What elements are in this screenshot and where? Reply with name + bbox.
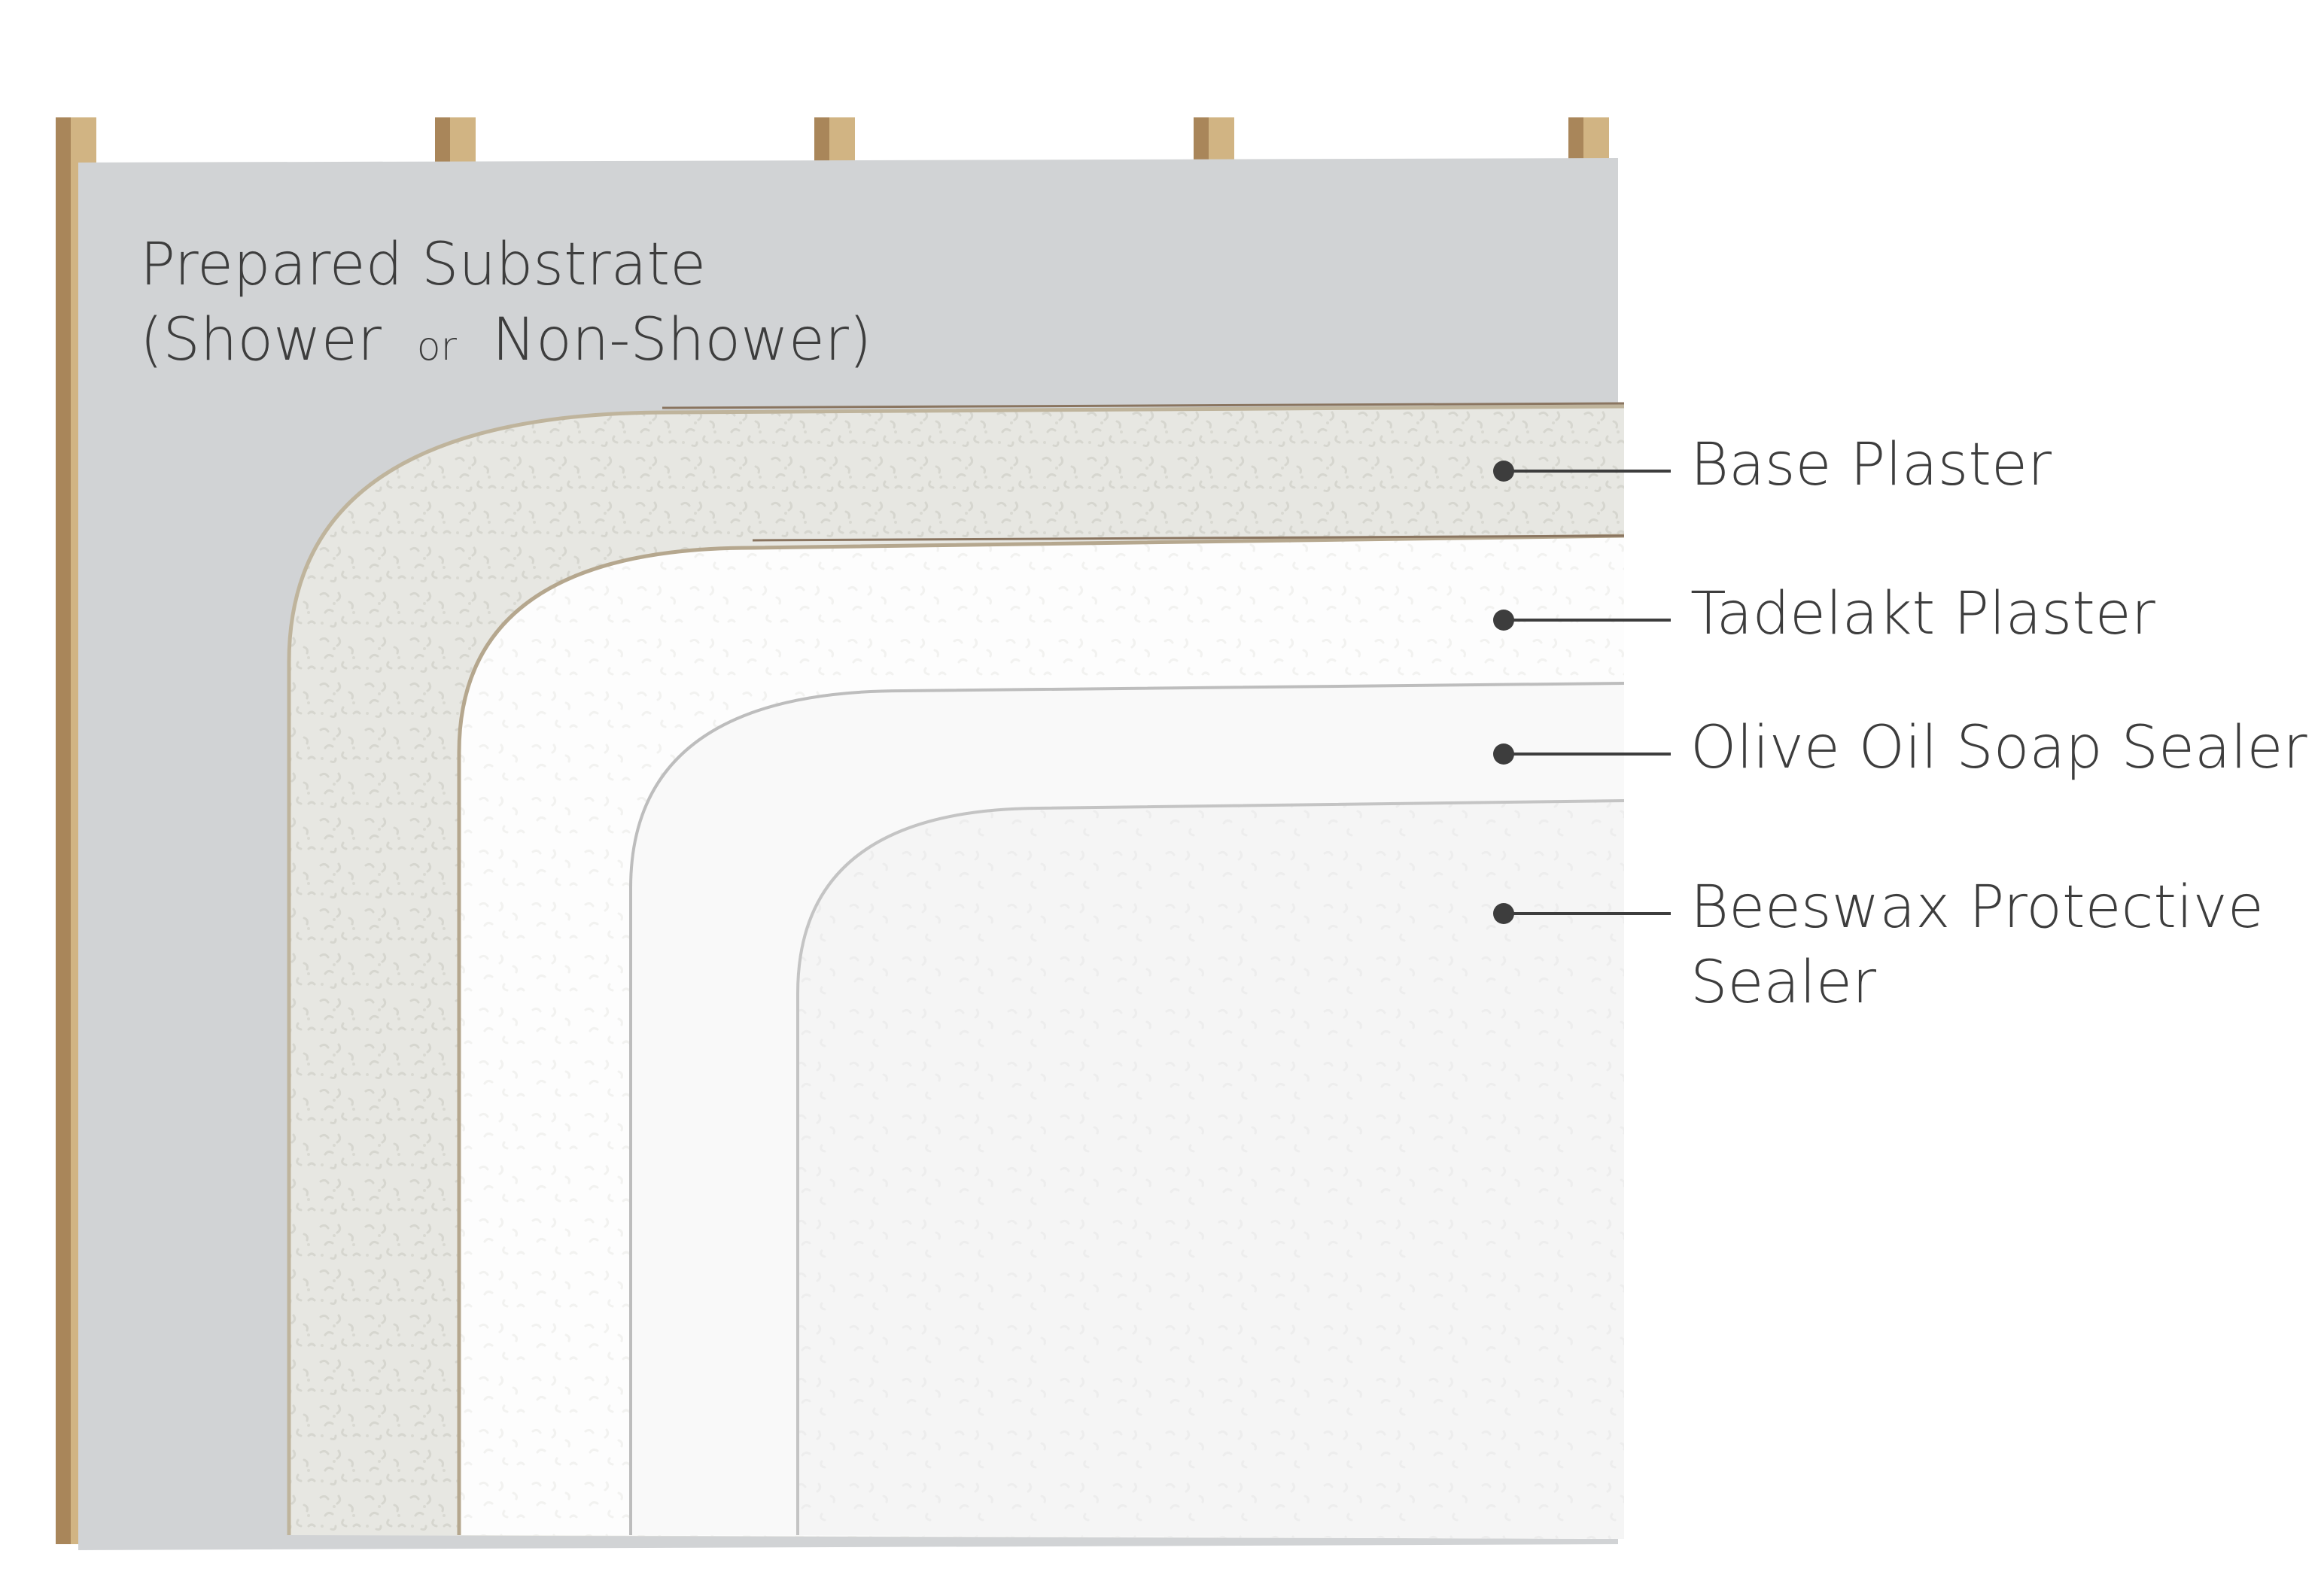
stud-side-face: [435, 117, 450, 166]
stud-side-face: [1194, 117, 1209, 166]
stud-front-face: [450, 117, 476, 166]
base-plaster-edge: [287, 404, 1625, 1535]
stud-side-face: [56, 117, 71, 1544]
substrate-label-close: Non-Shower): [492, 306, 872, 374]
layer-label-olive-oil-soap-sealer: Olive Oil Soap Sealer: [1690, 714, 2307, 782]
layer-label-base-plaster: Base Plaster: [1690, 431, 2052, 499]
wall-stud: [1194, 117, 1234, 166]
substrate-label-or: or: [417, 324, 458, 369]
layer-callouts: Base Plaster Tadelakt Plaster Olive Oil …: [1493, 431, 2307, 1017]
callout-base-plaster: Base Plaster: [1493, 431, 2052, 499]
callout-beeswax-protective-sealer: Beeswax Protective Sealer: [1493, 874, 2264, 1017]
stud-front-face: [1583, 117, 1609, 166]
stud-front-face: [829, 117, 855, 166]
beeswax-protective-sealer-edge: [796, 799, 1625, 1535]
callout-olive-oil-soap-sealer: Olive Oil Soap Sealer: [1493, 714, 2307, 782]
wall-stud: [435, 117, 476, 166]
layer-label-beeswax-protective-sealer-line2: Sealer: [1690, 949, 1876, 1017]
beeswax-protective-sealer-layer: [798, 801, 1624, 1539]
substrate-label-line2: (Shower or Non-Shower): [140, 306, 872, 374]
olive-oil-soap-sealer-edge: [629, 682, 1625, 1535]
tadelakt-plaster-edge: [457, 534, 1625, 1535]
callout-tadelakt-plaster: Tadelakt Plaster: [1493, 580, 2155, 648]
wall-stud: [814, 117, 855, 166]
stud-front-face: [1209, 117, 1234, 166]
layer-label-beeswax-protective-sealer: Beeswax Protective: [1690, 874, 2264, 941]
base-plaster-top-rim: [662, 402, 1625, 409]
substrate-label-line1: Prepared Substrate: [140, 231, 706, 299]
tadelakt-top-rim: [752, 534, 1625, 542]
layer-label-tadelakt-plaster: Tadelakt Plaster: [1690, 580, 2155, 648]
substrate-label-open: (Shower: [140, 306, 382, 374]
stud-side-face: [1568, 117, 1583, 166]
wall-stud: [1568, 117, 1609, 166]
stud-side-face: [814, 117, 829, 166]
